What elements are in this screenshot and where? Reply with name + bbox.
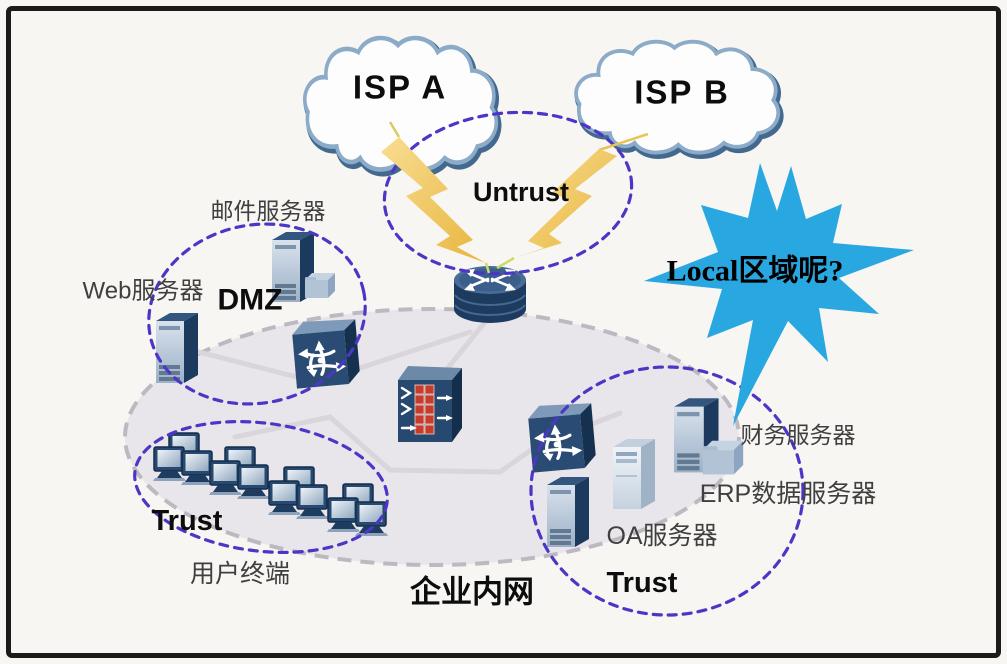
starburst-icon <box>644 163 914 426</box>
mail-folder-icon <box>305 273 335 298</box>
trust-users-zone-ellipse <box>133 420 389 554</box>
oa-server-icon <box>547 477 589 547</box>
untrust-zone-ellipse <box>382 110 634 276</box>
mail-server-label: 邮件服务器 <box>210 197 326 224</box>
erp-server-label: ERP数据服务器 <box>699 479 877 508</box>
intranet-label: 企业内网 <box>410 574 534 610</box>
isp-a-label: ISP A <box>352 68 448 106</box>
user-terminals-label: 用户终端 <box>189 559 291 588</box>
isp-b-label: ISP B <box>634 73 730 111</box>
untrust-zone-label: Untrust <box>473 176 569 207</box>
oa-server-label: OA服务器 <box>606 521 718 550</box>
firewall-icon <box>398 366 462 442</box>
dmz-zone-ellipse <box>147 222 367 406</box>
web-server-label: Web服务器 <box>82 277 204 305</box>
erp-server-icon <box>613 439 655 509</box>
lightning-icon <box>381 137 486 263</box>
zone-boundaries <box>133 110 805 617</box>
local-zone-callout-label: Local区域呢? <box>666 254 844 288</box>
web-server-icon <box>156 313 198 383</box>
finance-server-label: 财务服务器 <box>740 421 856 448</box>
trust-servers-zone-ellipse <box>529 365 805 617</box>
finance-folder-icon <box>702 440 744 475</box>
lightning-links <box>381 121 649 274</box>
trust-servers-zone-label: Trust <box>606 566 678 599</box>
lightning-icon <box>514 149 617 258</box>
trust-users-zone-label: Trust <box>151 504 223 537</box>
dmz-zone-label: DMZ <box>217 283 283 317</box>
